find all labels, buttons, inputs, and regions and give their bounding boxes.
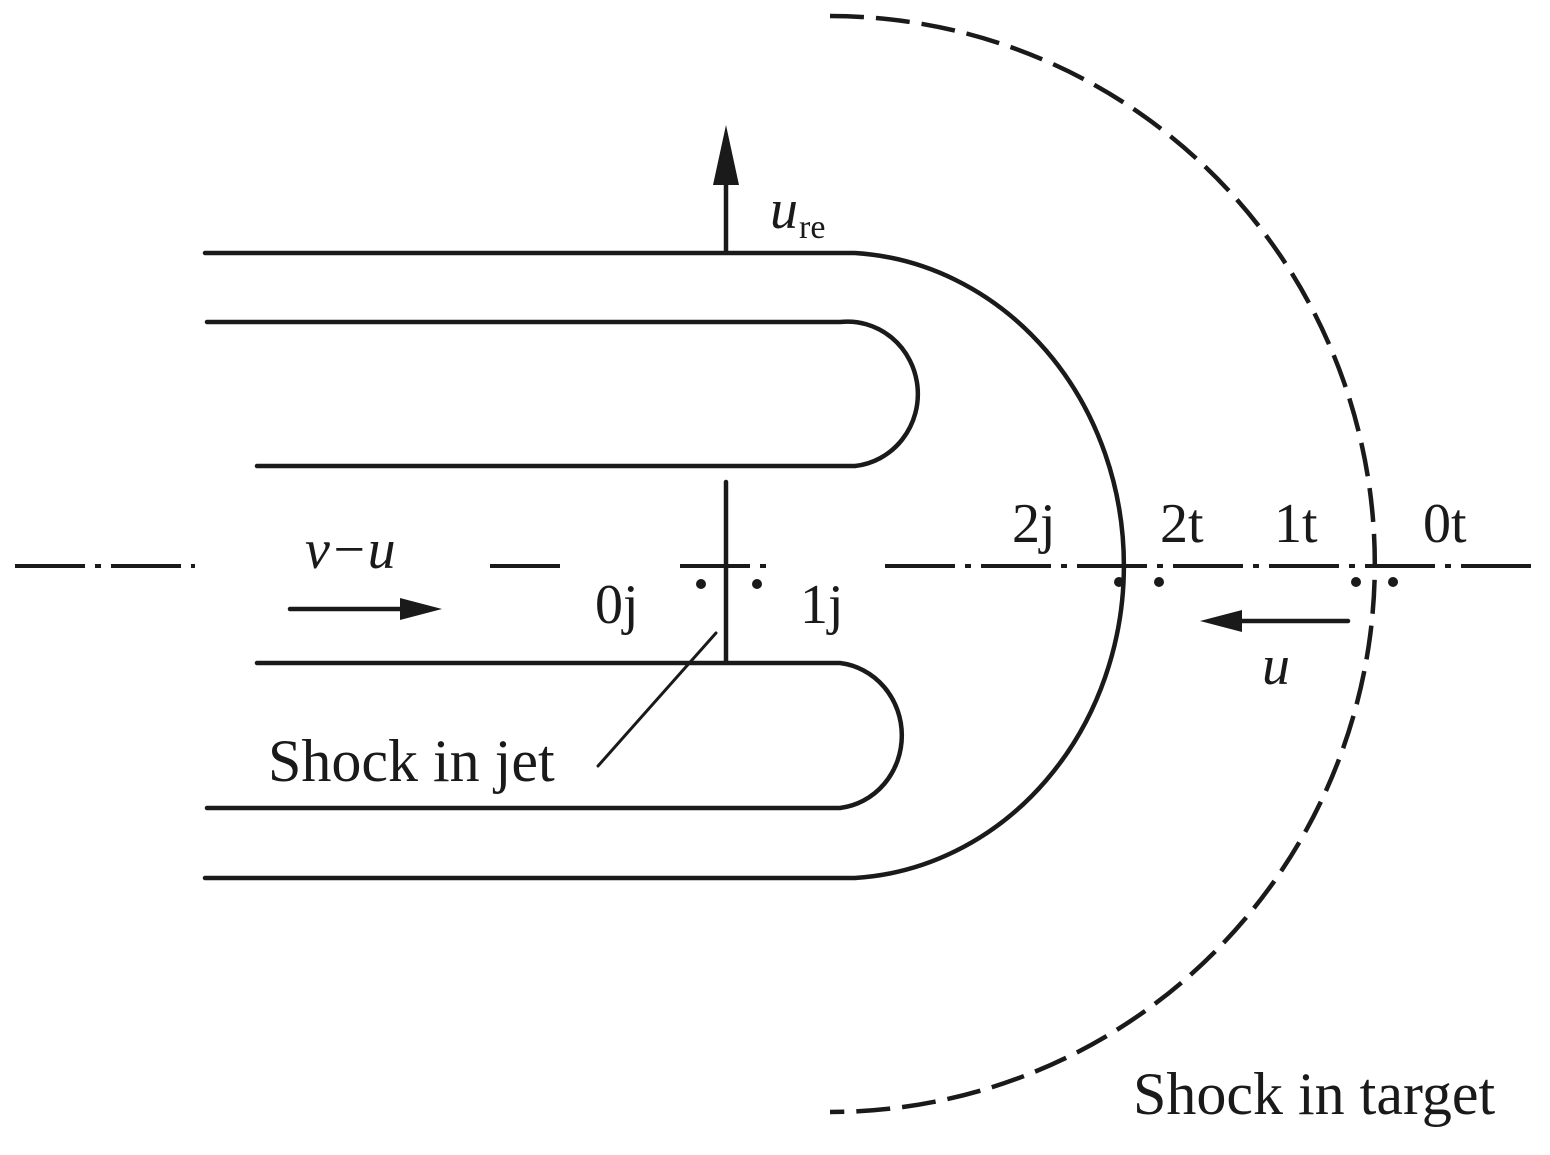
u-label: u xyxy=(1262,635,1290,697)
dot-0t xyxy=(1388,577,1398,587)
u-re-subscript: re xyxy=(799,209,825,246)
shock-in-jet-label: Shock in jet xyxy=(268,728,555,794)
label-0t: 0t xyxy=(1423,493,1467,555)
u-arrow xyxy=(1200,610,1351,632)
u-re-arrow xyxy=(713,125,739,253)
u-re-label: u xyxy=(770,179,798,241)
state-dots xyxy=(696,577,1398,589)
dot-0j xyxy=(696,579,706,589)
label-2j: 2j xyxy=(1012,493,1056,555)
label-1t: 1t xyxy=(1274,493,1318,555)
lower-jet-streamline xyxy=(204,660,905,811)
dot-1t xyxy=(1351,577,1361,587)
v-minus-u-label: v−u xyxy=(305,519,396,581)
dot-1j xyxy=(752,579,762,589)
label-1j: 1j xyxy=(800,574,844,636)
dot-2j xyxy=(1114,577,1124,587)
label-2t: 2t xyxy=(1160,493,1204,555)
dot-2t xyxy=(1154,577,1164,587)
shock-in-target-label: Shock in target xyxy=(1133,1061,1495,1127)
upper-jet-streamline xyxy=(204,319,921,469)
jet-shock-leader xyxy=(596,631,718,768)
outer-interface-boundary xyxy=(202,250,1127,881)
label-0j: 0j xyxy=(595,574,639,636)
target-shock-arc xyxy=(829,13,1378,1115)
v-minus-u-arrow xyxy=(287,598,442,620)
